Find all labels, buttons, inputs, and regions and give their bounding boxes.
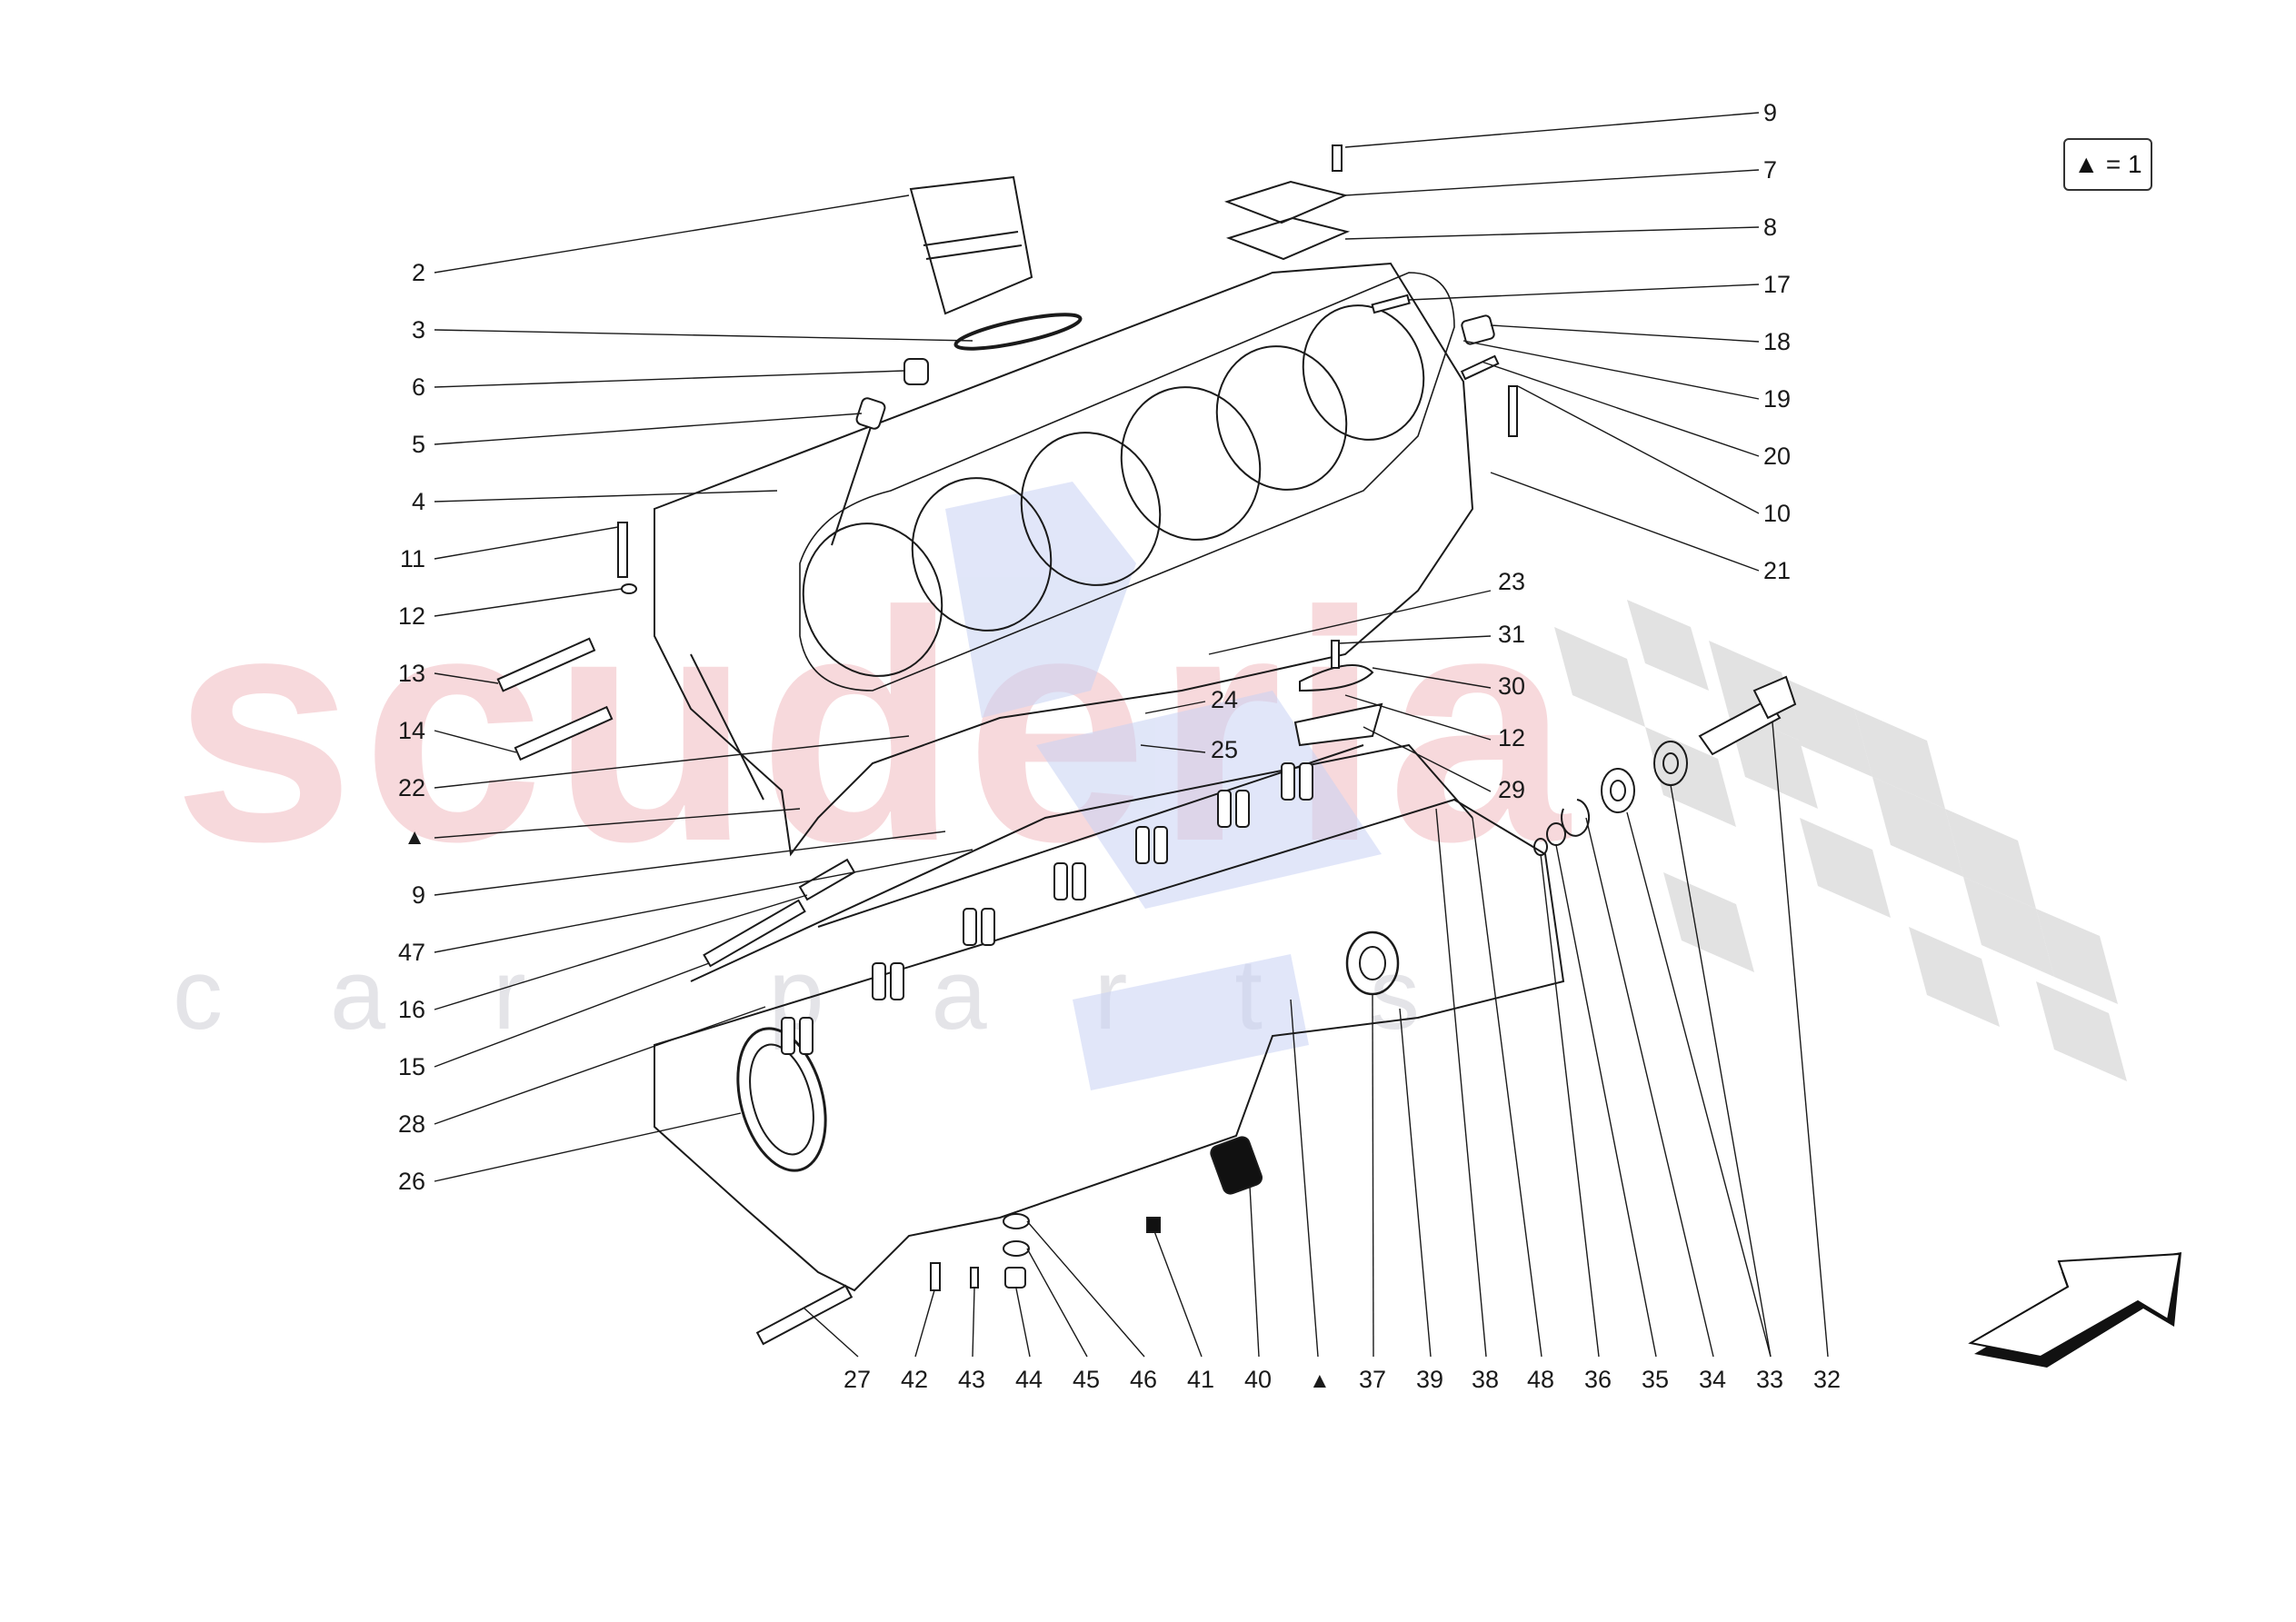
callout-37[interactable]: 37 [1359, 1366, 1387, 1393]
legend-text: ▲ = 1 [2073, 150, 2142, 178]
checkered-flag-watermark [1554, 600, 2127, 1081]
callout-23[interactable]: 23 [1498, 568, 1526, 595]
callout-32[interactable]: 32 [1813, 1366, 1842, 1393]
callout-triangle-bottom[interactable]: ▲ [1309, 1368, 1331, 1393]
callout-28[interactable]: 28 [397, 1110, 425, 1138]
callout-25[interactable]: 25 [1211, 736, 1239, 763]
callout-2[interactable]: 2 [411, 259, 425, 286]
callout-17[interactable]: 17 [1763, 271, 1792, 298]
callout-9-left[interactable]: 9 [411, 881, 425, 909]
callout-46[interactable]: 46 [1130, 1366, 1158, 1393]
callout-11[interactable]: 11 [399, 545, 425, 572]
callout-20[interactable]: 20 [1763, 443, 1792, 470]
callout-42[interactable]: 42 [901, 1366, 929, 1393]
callout-48[interactable]: 48 [1527, 1366, 1555, 1393]
direction-arrow-icon [1968, 1252, 2181, 1368]
callout-40[interactable]: 40 [1244, 1366, 1273, 1393]
callout-22[interactable]: 22 [397, 774, 425, 801]
callout-31[interactable]: 31 [1498, 621, 1526, 648]
engine-block-outline [654, 262, 1565, 1292]
callout-39[interactable]: 39 [1416, 1366, 1444, 1393]
callout-4[interactable]: 4 [411, 488, 425, 515]
callout-27[interactable]: 27 [844, 1366, 872, 1393]
callout-21[interactable]: 21 [1763, 557, 1792, 584]
callout-3[interactable]: 3 [411, 316, 425, 343]
callout-12[interactable]: 12 [397, 602, 425, 630]
callout-34[interactable]: 34 [1699, 1366, 1727, 1393]
callout-13[interactable]: 13 [397, 660, 425, 687]
callout-triangle-left[interactable]: ▲ [404, 825, 425, 850]
callout-38[interactable]: 38 [1472, 1366, 1500, 1393]
callout-26[interactable]: 26 [397, 1168, 425, 1195]
callout-30[interactable]: 30 [1498, 672, 1526, 700]
legend-box: ▲ = 1 [2063, 138, 2152, 191]
callout-33[interactable]: 33 [1756, 1366, 1784, 1393]
blue-highlight [945, 482, 1382, 1090]
callout-47[interactable]: 47 [397, 939, 425, 966]
callout-44[interactable]: 44 [1015, 1366, 1043, 1393]
callout-24[interactable]: 24 [1211, 686, 1239, 713]
callout-14[interactable]: 14 [397, 717, 425, 744]
callout-15[interactable]: 15 [397, 1053, 425, 1080]
callout-29[interactable]: 29 [1498, 776, 1526, 803]
callout-12-center[interactable]: 12 [1498, 724, 1526, 751]
callout-10[interactable]: 10 [1763, 500, 1792, 527]
leader-lines [434, 112, 1829, 1358]
callout-7[interactable]: 7 [1763, 156, 1778, 184]
callout-8[interactable]: 8 [1763, 214, 1778, 241]
callout-6[interactable]: 6 [411, 373, 425, 401]
callout-43[interactable]: 43 [958, 1366, 986, 1393]
callout-5[interactable]: 5 [411, 431, 425, 458]
callout-19[interactable]: 19 [1763, 385, 1792, 413]
callout-36[interactable]: 36 [1584, 1366, 1612, 1393]
callout-41[interactable]: 41 [1187, 1366, 1215, 1393]
callout-18[interactable]: 18 [1763, 328, 1792, 355]
callout-45[interactable]: 45 [1073, 1366, 1101, 1393]
callout-9-right[interactable]: 9 [1763, 99, 1778, 126]
callout-35[interactable]: 35 [1642, 1366, 1670, 1393]
callout-16[interactable]: 16 [397, 996, 425, 1023]
